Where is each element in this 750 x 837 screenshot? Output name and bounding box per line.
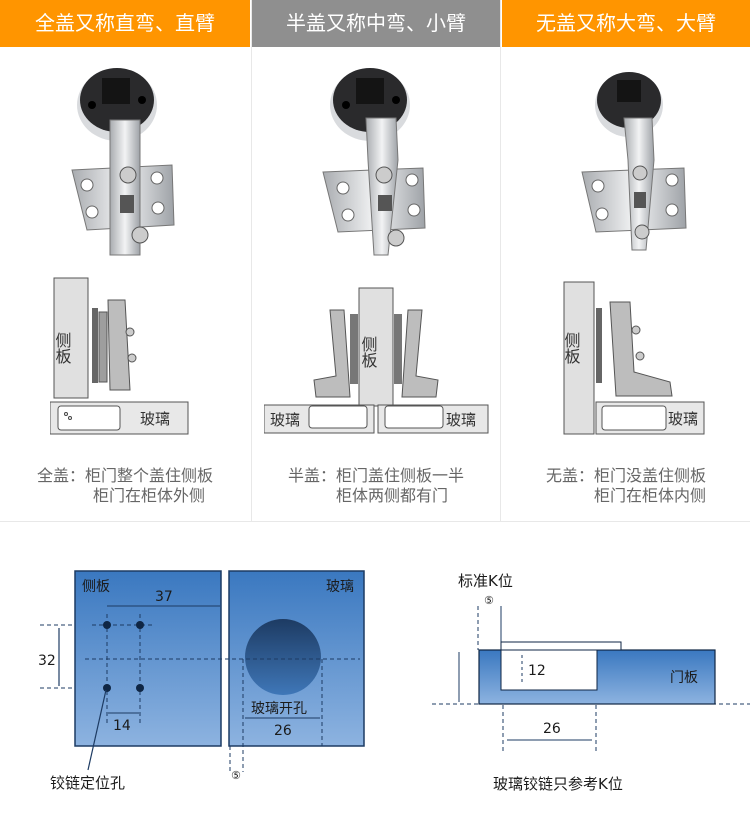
desc-line-2: 柜门在柜体外侧	[92, 486, 205, 505]
dim-26: 26	[543, 721, 561, 737]
installation-diagrams: 侧板 玻璃 37 32 14 玻璃开孔 26 ⑤ 铰链定位孔	[38, 570, 750, 793]
inset-schematic: 侧板 玻璃	[562, 281, 705, 435]
k-position-diagram: 标准K位 ⑤ 12 门板 26 玻璃铰链只参考K位	[432, 572, 750, 793]
k-marker: ⑤	[484, 594, 494, 607]
glass-hole-label: 玻璃开孔	[251, 700, 307, 717]
side-panel-label: 侧板	[562, 332, 581, 364]
k-marker: ⑤	[231, 769, 241, 782]
desc-label: 全盖：	[36, 466, 85, 485]
side-panel-label: 侧板	[53, 332, 72, 364]
large-arm-hinge-photo	[581, 72, 687, 251]
hinge-types-section: 全盖又称直弯、直臂 侧板 玻璃	[0, 0, 750, 522]
full-overlay-header: 全盖又称直弯、直臂	[0, 0, 250, 47]
full-overlay-column: 全盖又称直弯、直臂 侧板 玻璃	[0, 0, 250, 522]
straight-arm-hinge-photo	[71, 68, 175, 256]
half-overlay-schematic: 侧板 玻璃 玻璃	[264, 287, 489, 434]
full-overlay-schematic: 侧板 玻璃	[50, 277, 189, 435]
glass-hole	[245, 619, 321, 695]
side-panel-label: 侧板	[359, 336, 378, 368]
hinge-hole-label: 铰链定位孔	[50, 774, 125, 792]
glass-text: 玻璃	[326, 578, 354, 595]
inset-header: 无盖又称大弯、大臂	[502, 0, 750, 47]
medium-arm-hinge-photo	[322, 68, 426, 256]
half-overlay-description: 半盖：柜门盖住侧板一半 柜体两侧都有门	[252, 466, 500, 506]
side-panel-text: 侧板	[82, 579, 110, 595]
k-title: 标准K位	[458, 572, 513, 590]
full-overlay-description: 全盖：柜门整个盖住侧板 柜门在柜体外侧	[0, 466, 250, 506]
glass-label-right: 玻璃	[446, 411, 476, 429]
k-caption: 玻璃铰链只参考K位	[493, 775, 623, 793]
door-label: 门板	[670, 670, 698, 686]
dim-12: 12	[528, 663, 546, 679]
drilling-diagram: 侧板 玻璃 37 32 14 玻璃开孔 26 ⑤ 铰链定位孔	[38, 570, 365, 792]
desc-line-1: 柜门整个盖住侧板	[85, 466, 214, 485]
half-overlay-column: 半盖又称中弯、小臂 侧板 玻璃 玻璃	[251, 0, 501, 522]
dim-32: 32	[38, 653, 56, 669]
section-divider	[0, 521, 750, 522]
glass-label: 玻璃	[140, 410, 170, 428]
dim-37: 37	[155, 589, 173, 605]
dim-26: 26	[274, 723, 292, 739]
inset-description: 无盖：柜门没盖住侧板 柜门在柜体内侧	[502, 466, 750, 506]
inset-column: 无盖又称大弯、大臂 侧板 玻璃 无盖：柜门没盖住侧板 柜门在柜体内侧	[502, 0, 750, 522]
half-overlay-header: 半盖又称中弯、小臂	[252, 0, 500, 47]
dim-14: 14	[113, 718, 131, 734]
glass-label: 玻璃	[668, 410, 698, 428]
desc-line-2: 柜体两侧都有门	[335, 486, 448, 505]
desc-line-1: 柜门盖住侧板一半	[336, 466, 465, 485]
desc-label: 半盖：	[287, 466, 336, 485]
desc-line-2: 柜门在柜体内侧	[593, 486, 706, 505]
glass-label-left: 玻璃	[270, 411, 300, 429]
desc-line-1: 柜门没盖住侧板	[594, 466, 707, 485]
desc-label: 无盖：	[545, 466, 594, 485]
